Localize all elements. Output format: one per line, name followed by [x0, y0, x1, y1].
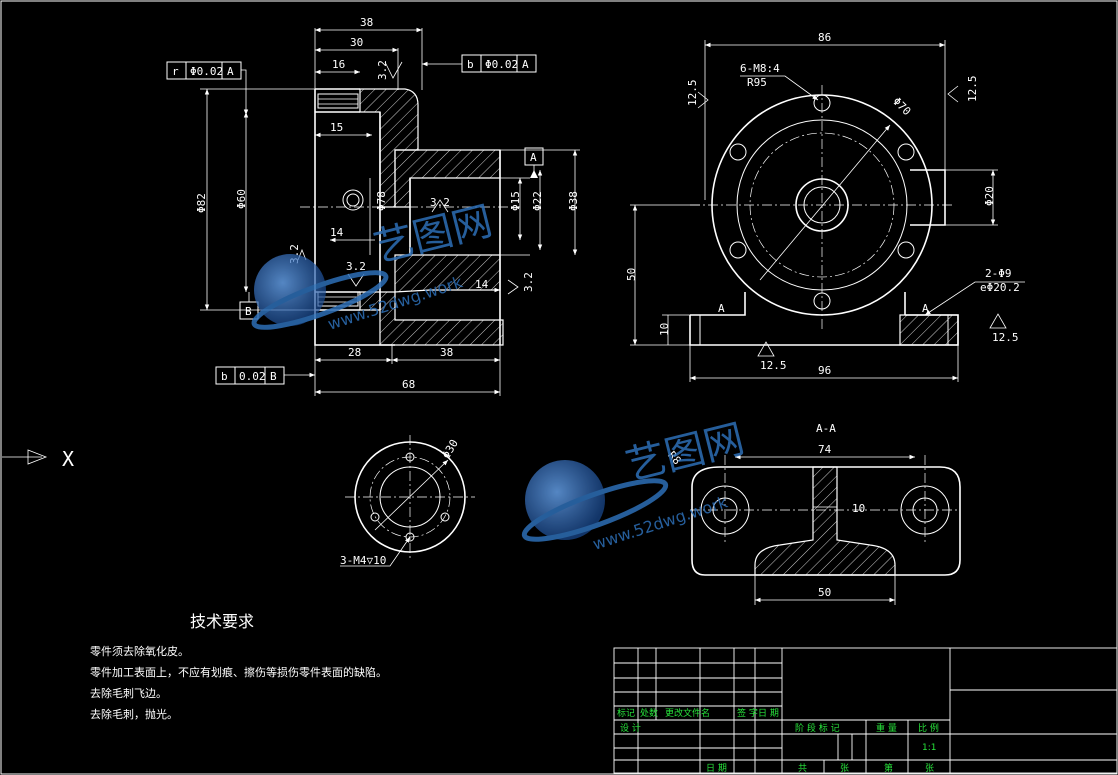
svg-text:A: A: [227, 65, 234, 78]
svg-text:Φ0.02: Φ0.02: [190, 65, 223, 78]
front-cross-hole: [342, 189, 364, 211]
side-bolt-hole-lr: [897, 241, 915, 259]
side-hole-label-2: eΦ20.2: [980, 281, 1020, 294]
section-dim-74: 74: [818, 443, 832, 456]
roughness-5: 3.2: [522, 272, 535, 292]
watermark-brand-2: 艺图网: [621, 416, 749, 490]
side-dim-10: 10: [658, 323, 671, 336]
dim-38-bottom: 38: [440, 346, 453, 359]
side-thread-label-1: 6-M8:4: [740, 62, 780, 75]
watermark-lower: 艺图网 www.52dwg.work: [521, 416, 749, 554]
note-item-1: 零件须去除氧化皮。: [90, 644, 189, 658]
side-dim-phi70: Φ70: [890, 95, 913, 118]
side-letter-a-right: A: [922, 302, 929, 315]
tb-scale: 比 例: [918, 722, 939, 734]
dim-38-top: 38: [360, 16, 373, 29]
dim-phi60: Φ60: [235, 189, 248, 209]
tolerance-frame-r: r Φ0.02 A: [166, 61, 249, 115]
side-roughness-3: 12.5: [760, 359, 787, 372]
side-dim-96: 96: [818, 364, 831, 377]
front-view: 38 30 16 15 28 38 68 14 14 Φ82 Φ60 Φ78 Φ…: [166, 16, 580, 396]
dim-phi15: Φ15: [509, 191, 522, 211]
side-letter-a-left: A: [718, 302, 725, 315]
front-tapped-hole-top: [317, 93, 359, 109]
side-roughness-4: 12.5: [992, 331, 1019, 344]
tb-stage-marks: 阶 段 标 记: [795, 722, 840, 734]
svg-text:Φ0.02: Φ0.02: [485, 58, 518, 71]
svg-text:r: r: [172, 65, 179, 78]
svg-text:b: b: [467, 58, 474, 71]
tb-weight: 重 量: [876, 722, 897, 734]
flange-thread-label: 3-M4▽10: [340, 554, 386, 567]
dim-14-a: 14: [330, 226, 344, 239]
side-dim-86: 86: [818, 31, 831, 44]
tb-change-file: 更改文件名: [665, 707, 710, 719]
datum-b-letter: B: [245, 305, 252, 318]
dim-phi22: Φ22: [531, 191, 544, 211]
dim-68: 68: [402, 378, 415, 391]
notes-title: 技术要求: [190, 612, 254, 631]
side-dim-50: 50: [625, 268, 638, 281]
side-roughness-2: 12.5: [966, 76, 979, 103]
tb-sheet: 张: [925, 763, 934, 774]
tolerance-frame-b-top: b Φ0.02 A: [422, 54, 537, 73]
datum-a-letter: A: [530, 151, 537, 164]
roughness-2: 3.2: [430, 196, 450, 209]
tb-scale-value: 1:1: [922, 743, 936, 753]
dim-phi82: Φ82: [195, 193, 208, 213]
flange-dim-phi30: Φ30: [440, 437, 461, 461]
note-item-3: 去除毛刺飞边。: [90, 686, 167, 700]
tb-mark: 标记: [617, 707, 635, 719]
tb-date-2: 日 期: [706, 763, 727, 774]
tb-design: 设 计: [620, 722, 641, 734]
tb-page: 第: [884, 762, 893, 774]
roughness-3: 3.2: [346, 260, 366, 273]
section-rib: [754, 466, 896, 576]
watermark-url-2: www.52dwg.work: [590, 492, 730, 554]
svg-text:B: B: [270, 370, 277, 383]
side-dim-phi20: Φ20: [983, 186, 996, 206]
watermark-globe-icon: [525, 460, 605, 540]
tb-date-1: 日 期: [758, 708, 779, 719]
section-marker-x: X: [62, 447, 74, 471]
section-dim-10: 10: [852, 502, 865, 515]
dim-30: 30: [350, 36, 363, 49]
side-view: 86 96 50 10 Φ20 Φ70 12.5 12.5 12.5 12.5 …: [625, 31, 1025, 382]
svg-text:b: b: [221, 370, 228, 383]
dim-phi38: Φ38: [567, 191, 580, 211]
tb-signature: 签 字: [737, 707, 758, 719]
section-dim-50: 50: [818, 586, 831, 599]
side-bolt-hole-ul: [729, 143, 747, 161]
tb-total: 共: [798, 763, 807, 774]
tolerance-frame-b-bottom: b 0.02 B: [215, 366, 315, 385]
roughness-1: 3.2: [376, 60, 389, 80]
svg-text:0.02: 0.02: [239, 370, 266, 383]
dim-16: 16: [332, 58, 345, 71]
front-bottom-section: [359, 291, 504, 346]
dim-14-b: 14: [475, 278, 489, 291]
technical-notes: 技术要求 零件须去除氧化皮。 零件加工表面上，不应有划痕、擦伤等损伤零件表面的缺…: [90, 612, 387, 721]
side-bolt-hole-ll: [729, 241, 747, 259]
section-marker: X: [2, 447, 74, 471]
tb-count: 处数: [640, 707, 658, 719]
dim-15: 15: [330, 121, 343, 134]
side-thread-label-2: R95: [747, 76, 767, 89]
tb-sheets: 张: [840, 763, 849, 774]
section-aa-view: A-A 74 10 50 R8: [665, 422, 961, 605]
note-item-4: 去除毛刺，抛光。: [90, 707, 178, 721]
side-bolt-hole-ur: [897, 143, 915, 161]
section-title: A-A: [816, 422, 836, 435]
dim-phi78: Φ78: [375, 191, 388, 211]
side-foot-section: [899, 314, 959, 346]
title-block: 标记 处数 更改文件名 签 字 日 期 设 计 阶 段 标 记 重 量 比 例 …: [613, 647, 1118, 774]
flange-view: Φ30 3-M4▽10: [340, 435, 475, 567]
side-hole-label-1: 2-Φ9: [985, 267, 1012, 280]
note-item-2: 零件加工表面上，不应有划痕、擦伤等损伤零件表面的缺陷。: [90, 665, 387, 679]
svg-text:A: A: [522, 58, 529, 71]
side-roughness-1: 12.5: [686, 80, 699, 107]
dim-28: 28: [348, 346, 361, 359]
